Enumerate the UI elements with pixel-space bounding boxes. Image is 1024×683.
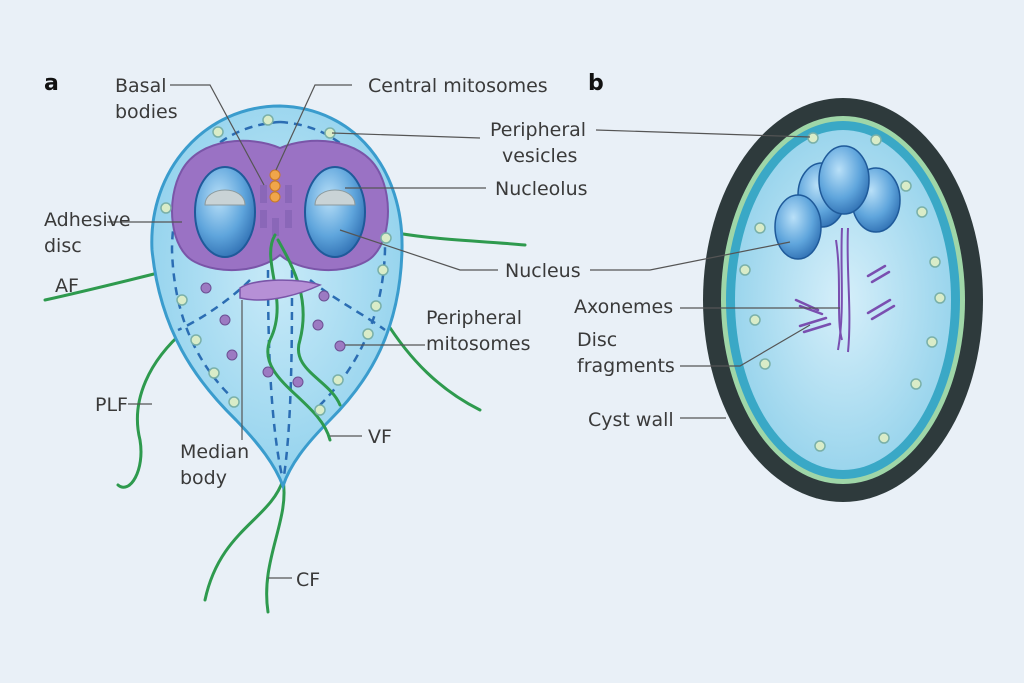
panel-label-a: a [44,71,59,96]
posterolateral-flagellum-left [116,328,187,489]
caudal-flagellum-left [203,478,285,602]
label-median-body-2: body [180,467,227,489]
label-cf: CF [296,569,320,591]
label-basal-bodies-2: bodies [115,101,178,123]
nucleolus-left [204,189,246,206]
label-cyst-wall: Cyst wall [588,409,674,431]
axonemes [835,227,851,353]
label-plf: PLF [95,394,128,416]
caudal-flagellum-right [265,478,286,614]
cyst-vesicles [739,132,946,452]
central-mitosomes [269,169,281,203]
cyst-nucleus-4 [774,194,822,260]
peripheral-vesicles [160,114,392,416]
label-central-mitosomes: Central mitosomes [368,75,548,97]
dashed-diag-right [309,279,386,332]
cyst-nucleus-3 [818,145,870,215]
leader-lines-b [590,129,840,419]
leader-lines-a [107,84,498,579]
dashed-outline-inner-left [170,120,281,406]
label-median-body-1: Median [180,441,249,463]
label-nucleus: Nucleus [505,260,581,282]
nucleolus-right [314,189,356,206]
posterolateral-flagellum-right [383,318,482,412]
basal-bodies [260,185,292,236]
label-nucleolus: Nucleolus [495,178,588,200]
cyst [703,98,983,502]
label-disc-fragments-2: fragments [577,355,675,377]
label-basal-bodies-1: Basal [115,75,167,97]
peripheral-mitosomes [200,282,346,388]
label-adhesive-disc-1: Adhesive [44,209,131,231]
label-peripheral-vesicles-2: vesicles [502,145,577,167]
nucleus-left [194,166,256,258]
ventral-flagellum [266,233,332,442]
dashed-axial-left [266,269,284,477]
trophozoite-cell [43,104,527,614]
panel-label-b: b [588,71,604,96]
dashed-diag-left [177,279,251,332]
label-disc-fragments-1: Disc [577,329,617,351]
label-peripheral-vesicles-1: Peripheral [490,119,586,141]
dashed-outline-inner [279,120,387,406]
dashed-axial-right [282,269,294,477]
label-peripheral-mitosomes-1: Peripheral [426,307,522,329]
label-af: AF [55,275,79,297]
nucleus-right [304,166,366,258]
label-adhesive-disc-2: disc [44,235,82,257]
median-body [239,279,322,301]
label-peripheral-mitosomes-2: mitosomes [426,333,530,355]
label-axonemes: Axonemes [574,296,673,318]
label-vf: VF [368,426,392,448]
axoneme-inner [276,238,342,407]
